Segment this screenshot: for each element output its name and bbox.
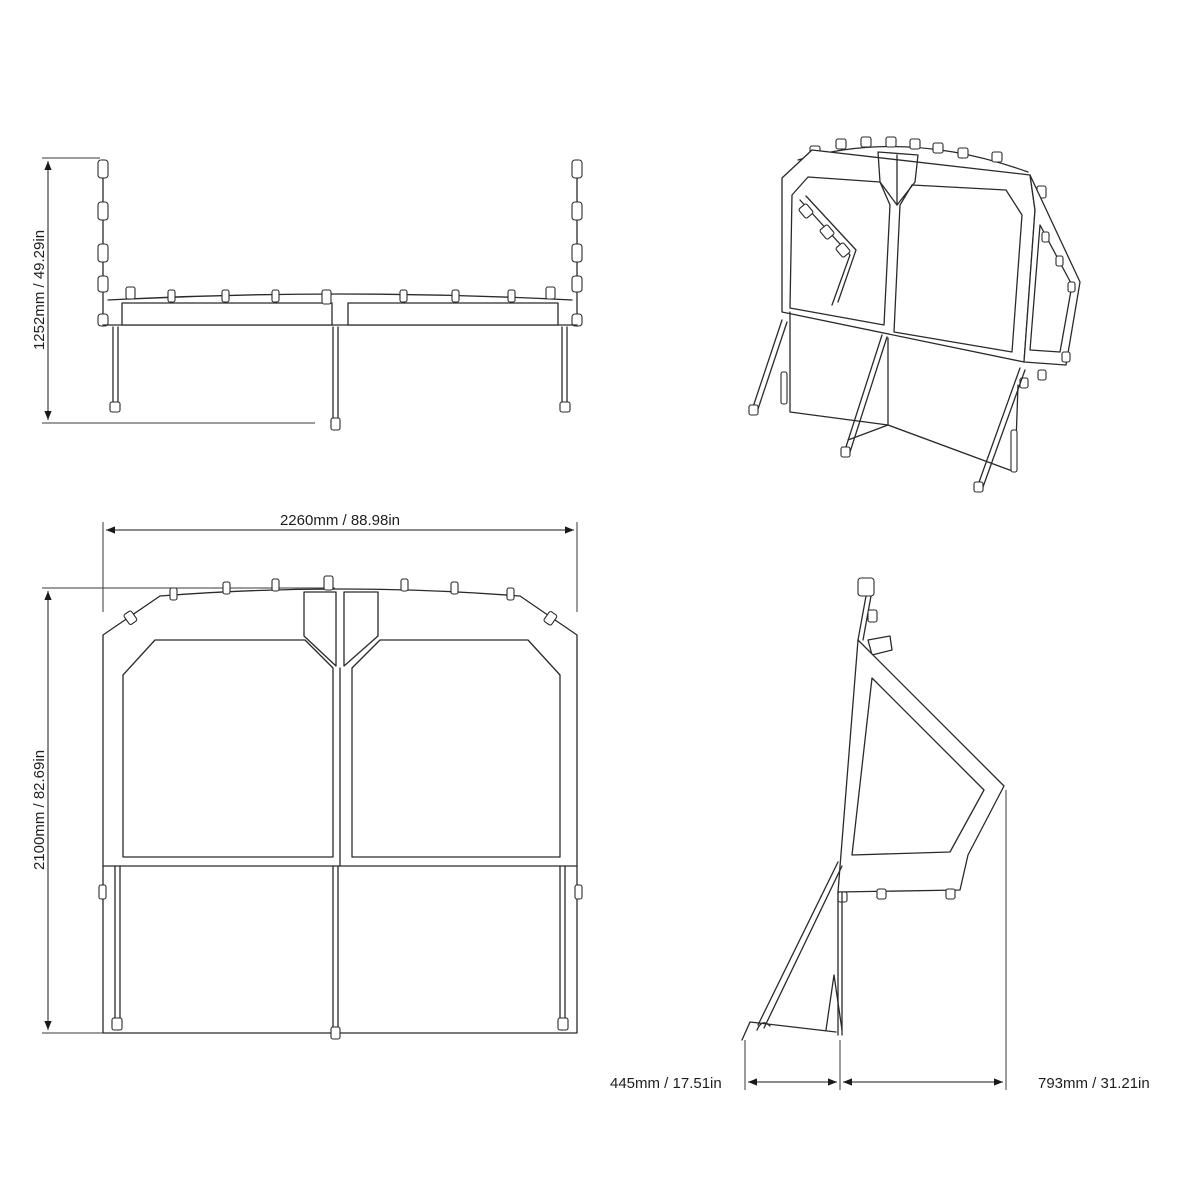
height-label-folded: 1252mm / 49.29in <box>31 230 48 350</box>
top-depth-label: 793mm / 31.21in <box>1038 1075 1150 1092</box>
front-left-window <box>122 639 334 858</box>
height-dimension-folded: 1252mm / 49.29in <box>31 157 315 424</box>
height-dimension-front: 2100mm / 82.69in <box>31 587 335 1034</box>
width-label: 2260mm / 88.98in <box>280 512 400 529</box>
height-label-front: 2100mm / 82.69in <box>31 750 48 870</box>
width-dimension: 2260mm / 88.98in <box>102 512 578 612</box>
base-depth-dimension: 445mm / 17.51in <box>610 1040 841 1092</box>
isometric-view <box>748 136 1081 493</box>
folded-view: 1252mm / 49.29in <box>31 157 583 431</box>
profile-view: 445mm / 17.51in 793mm / 31.21in <box>610 577 1150 1092</box>
folded-side-uprights <box>97 159 583 327</box>
folded-legs <box>109 326 571 431</box>
front-view: 2260mm / 88.98in 2100mm / 82.69in <box>31 512 583 1040</box>
folded-top-frame <box>102 286 578 326</box>
top-depth-dimension: 793mm / 31.21in <box>843 790 1150 1092</box>
base-depth-label: 445mm / 17.51in <box>610 1075 722 1092</box>
front-right-window <box>351 639 561 858</box>
profile-side-window <box>851 677 985 856</box>
